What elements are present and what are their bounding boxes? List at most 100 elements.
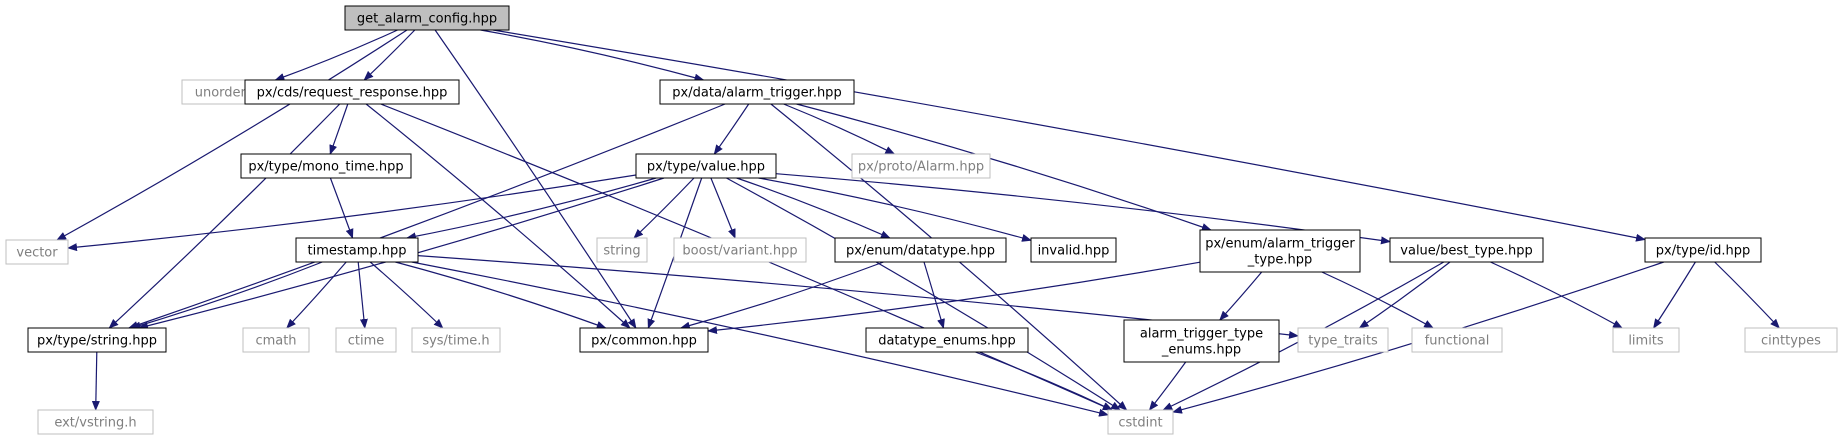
node-trigger_type_enums[interactable]: alarm_trigger_type_enums.hpp xyxy=(1123,319,1280,363)
node-invalid[interactable]: invalid.hpp xyxy=(1030,237,1117,263)
node-cmath: cmath xyxy=(242,327,310,353)
node-label-trigger_type_enums-line-1: alarm_trigger_type xyxy=(1140,327,1263,342)
edge-alarm_trigger-to-proto_alarm xyxy=(783,103,896,155)
node-cinttypes: cinttypes xyxy=(1744,327,1838,353)
edge-datatype-to-datatype_enums xyxy=(923,261,945,329)
node-box-sys_time xyxy=(411,327,501,353)
edge-get_alarm_config-to-request_response xyxy=(363,29,416,81)
edge-alarm_trigger-to-type_string xyxy=(127,103,726,329)
node-vector: vector xyxy=(5,239,69,265)
node-label-timestamp: timestamp.hpp xyxy=(308,244,407,259)
node-box-value xyxy=(635,153,777,179)
edge-value-to-boost_variant xyxy=(710,177,736,239)
edge-value-to-cstdint xyxy=(726,177,1121,411)
edge-id-to-cinttypes xyxy=(1714,261,1780,329)
node-box-cmath xyxy=(242,327,310,353)
node-box-datatype xyxy=(834,237,1007,263)
node-label-boost_variant: boost/variant.hpp xyxy=(682,244,797,259)
node-label-cstdint: cstdint xyxy=(1118,416,1162,431)
node-box-common xyxy=(579,327,709,353)
node-id[interactable]: px/type/id.hpp xyxy=(1644,237,1762,263)
node-request_response[interactable]: px/cds/request_response.hpp xyxy=(244,79,460,105)
node-box-type_string xyxy=(27,327,167,353)
node-label-alarm_trigger_type-line-2: _type.hpp xyxy=(1247,253,1312,268)
node-boost_variant: boost/variant.hpp xyxy=(673,237,807,263)
edge-request_response-to-common xyxy=(365,103,631,329)
node-type_string[interactable]: px/type/string.hpp xyxy=(27,327,167,353)
node-type_traits: type_traits xyxy=(1297,327,1389,353)
node-label-request_response: px/cds/request_response.hpp xyxy=(257,86,448,101)
edge-value-to-datatype xyxy=(736,177,891,239)
node-timestamp[interactable]: timestamp.hpp xyxy=(295,237,419,263)
node-ctime: ctime xyxy=(335,327,397,353)
node-box-id xyxy=(1644,237,1762,263)
node-label-functional: functional xyxy=(1425,334,1490,349)
node-label-cmath: cmath xyxy=(255,334,296,349)
nodes-layer: get_alarm_config.hppvectorunordered_mapp… xyxy=(5,5,1838,435)
edge-timestamp-to-sys_time xyxy=(369,261,444,329)
node-string: string xyxy=(596,237,648,263)
node-label-get_alarm_config: get_alarm_config.hpp xyxy=(357,12,497,27)
node-box-boost_variant xyxy=(673,237,807,263)
node-label-common: px/common.hpp xyxy=(591,334,697,349)
edge-type_string-to-vstring xyxy=(91,351,100,411)
edge-get_alarm_config-to-alarm_trigger xyxy=(480,29,705,82)
node-box-string xyxy=(596,237,648,263)
node-box-get_alarm_config xyxy=(344,5,510,31)
node-box-functional xyxy=(1411,327,1503,353)
edge-get_alarm_config-to-common xyxy=(434,29,637,329)
node-label-sys_time: sys/time.h xyxy=(422,334,489,349)
node-box-cinttypes xyxy=(1744,327,1838,353)
node-alarm_trigger_type[interactable]: px/enum/alarm_trigger_type.hpp xyxy=(1199,229,1361,273)
node-box-best_type xyxy=(1389,237,1544,263)
edge-value-to-vector xyxy=(67,174,637,252)
edge-request_response-to-type_string xyxy=(108,103,341,329)
node-sys_time: sys/time.h xyxy=(411,327,501,353)
node-value[interactable]: px/type/value.hpp xyxy=(635,153,777,179)
node-box-cstdint xyxy=(1107,409,1174,435)
node-box-trigger_type_enums xyxy=(1123,319,1280,363)
edge-trigger_type_enums-to-cstdint xyxy=(1148,361,1187,411)
node-best_type[interactable]: value/best_type.hpp xyxy=(1389,237,1544,263)
node-label-type_traits: type_traits xyxy=(1308,334,1378,349)
node-box-invalid xyxy=(1030,237,1117,263)
node-label-best_type: value/best_type.hpp xyxy=(1400,244,1532,259)
node-label-vector: vector xyxy=(16,246,58,261)
node-vstring: ext/vstring.h xyxy=(37,409,154,435)
node-alarm_trigger[interactable]: px/data/alarm_trigger.hpp xyxy=(659,79,855,105)
node-box-proto_alarm xyxy=(851,153,991,179)
node-label-vstring: ext/vstring.h xyxy=(54,416,136,431)
edge-value-to-string xyxy=(633,177,695,239)
node-box-timestamp xyxy=(295,237,419,263)
node-datatype[interactable]: px/enum/datatype.hpp xyxy=(834,237,1007,263)
edge-best_type-to-limits xyxy=(1490,261,1623,329)
node-limits: limits xyxy=(1612,327,1680,353)
edge-alarm_trigger_type-to-functional xyxy=(1321,271,1434,329)
node-label-datatype: px/enum/datatype.hpp xyxy=(846,244,995,259)
node-label-trigger_type_enums-line-2: _enums.hpp xyxy=(1161,343,1241,358)
node-label-alarm_trigger: px/data/alarm_trigger.hpp xyxy=(672,86,841,101)
edge-timestamp-to-cstdint xyxy=(411,261,1109,417)
node-label-datatype_enums: datatype_enums.hpp xyxy=(878,334,1016,349)
node-box-type_traits xyxy=(1297,327,1389,353)
node-functional: functional xyxy=(1411,327,1503,353)
node-box-alarm_trigger xyxy=(659,79,855,105)
node-common[interactable]: px/common.hpp xyxy=(579,327,709,353)
edge-id-to-limits xyxy=(1653,261,1696,329)
edge-timestamp-to-common xyxy=(395,261,607,329)
node-get_alarm_config[interactable]: get_alarm_config.hpp xyxy=(344,5,510,31)
node-label-limits: limits xyxy=(1628,334,1664,349)
node-label-ctime: ctime xyxy=(348,334,385,349)
node-box-datatype_enums xyxy=(865,327,1029,353)
node-mono_time[interactable]: px/type/mono_time.hpp xyxy=(240,153,412,179)
edge-value-to-invalid xyxy=(758,177,1032,242)
edge-datatype-to-common xyxy=(679,261,884,330)
node-datatype_enums[interactable]: datatype_enums.hpp xyxy=(865,327,1029,353)
node-box-ctime xyxy=(335,327,397,353)
edge-alarm_trigger-to-value xyxy=(713,103,750,155)
node-box-request_response xyxy=(244,79,460,105)
edge-best_type-to-type_traits xyxy=(1358,261,1451,329)
node-label-mono_time: px/type/mono_time.hpp xyxy=(248,160,403,175)
node-box-alarm_trigger_type xyxy=(1199,229,1361,273)
